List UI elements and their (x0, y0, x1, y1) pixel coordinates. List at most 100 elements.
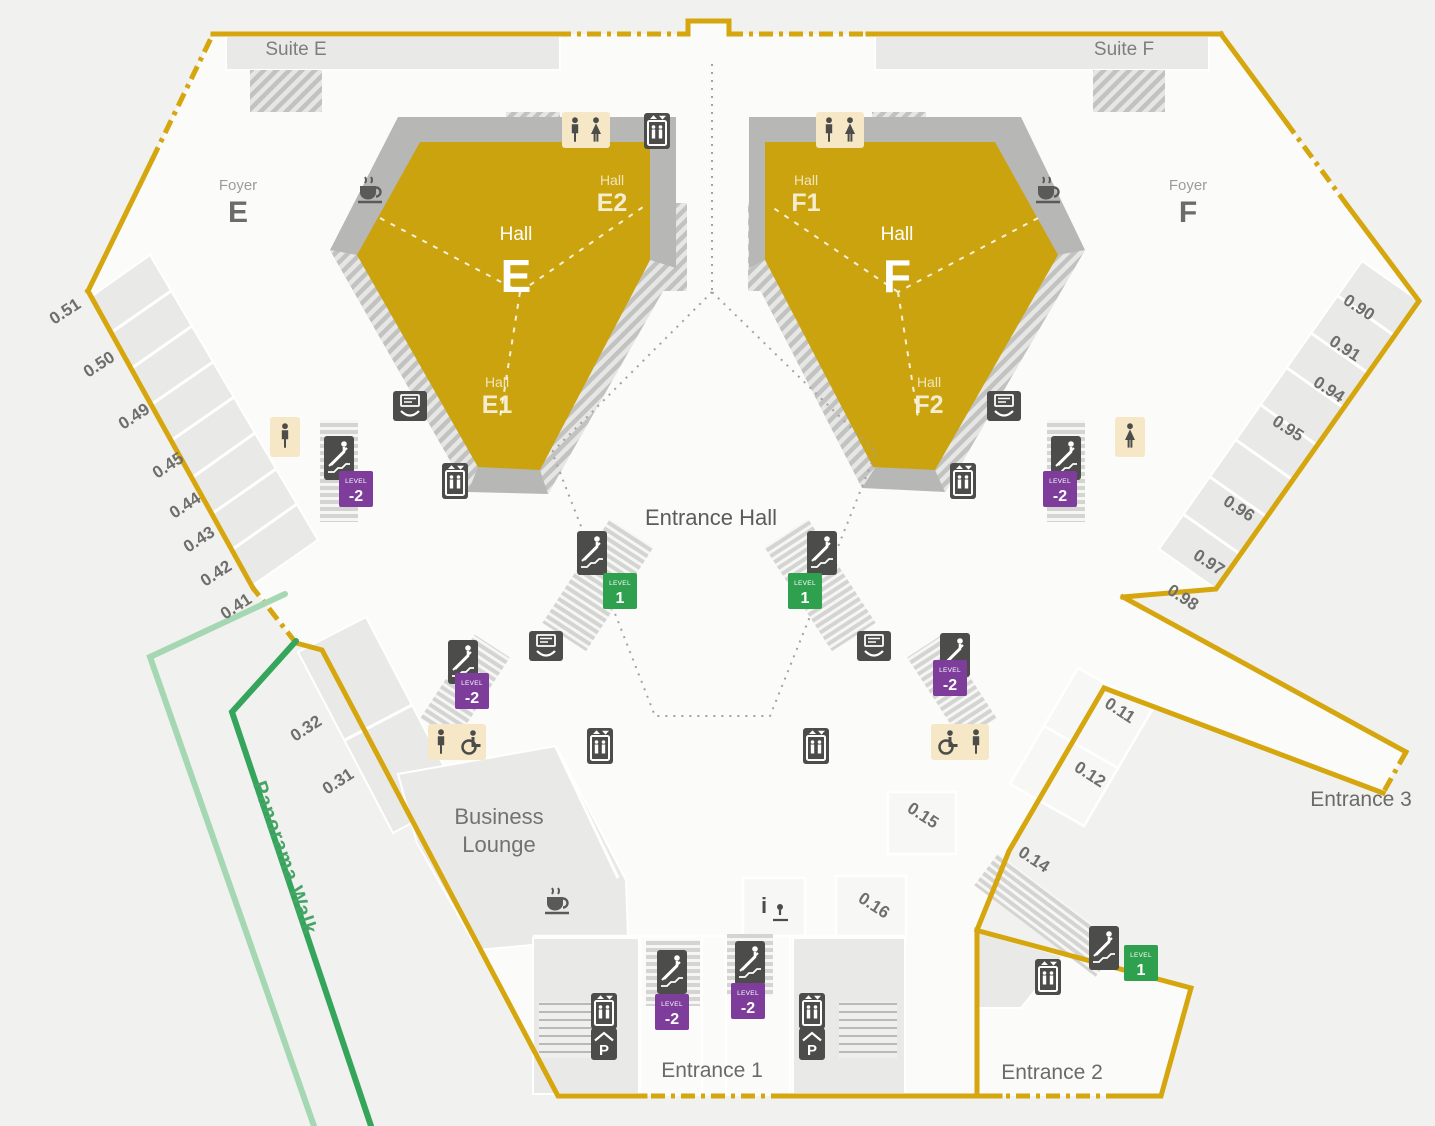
hatch-hall-f-left (749, 260, 875, 488)
business-lounge-label-2: Lounge (462, 832, 535, 857)
level-minus2-badge: LEVEL -2 (933, 660, 967, 696)
hall-f1-num: F1 (791, 189, 820, 217)
lower-right-rooms (1008, 666, 1154, 828)
escalator-icon (1051, 436, 1081, 480)
hatch-hall-e-right (540, 260, 676, 494)
svg-text:LEVEL: LEVEL (461, 680, 483, 687)
covered-parking-icon: P (799, 1028, 825, 1060)
elevator-icon (442, 463, 468, 499)
foyer-f-letter: F (1179, 196, 1197, 229)
entrance-1-label: Entrance 1 (661, 1059, 763, 1082)
svg-text:-2: -2 (349, 488, 363, 505)
bottom-room-grid (533, 934, 905, 1094)
hatch-suite-e (250, 70, 322, 112)
entrance-hall-label: Entrance Hall (645, 505, 777, 530)
level-1-badge: LEVEL 1 (1124, 945, 1158, 981)
hall-e-sightlines (379, 206, 644, 419)
hall-f2-word: Hall (917, 374, 941, 390)
lounge-divider (554, 746, 620, 879)
svg-text:-2: -2 (665, 1011, 679, 1028)
level-minus2-badge: LEVEL -2 (339, 471, 373, 507)
room-label: 0.32 (287, 711, 325, 745)
panorama-walk-path-outer (146, 591, 317, 1126)
wc-icon (816, 112, 864, 148)
suite-e-label: Suite E (265, 39, 326, 60)
info-desk-icon: i (761, 893, 788, 922)
accessible-wc-icon (931, 724, 989, 760)
parking-bays-left (539, 1002, 597, 1058)
suite-f-label: Suite F (1094, 39, 1154, 60)
svg-text:LEVEL: LEVEL (794, 580, 816, 587)
left-room-band (90, 253, 320, 587)
hall-e1-num: E1 (482, 391, 513, 419)
hall-e2-num: E2 (597, 189, 628, 217)
elevator-icon (803, 728, 829, 764)
wc-icon (1115, 417, 1145, 457)
hatch-hall-f-right (935, 250, 1085, 492)
room-label: 0.31 (319, 764, 357, 798)
elevator-icon (587, 728, 613, 764)
elevator-icon (799, 993, 825, 1029)
room-dividers (111, 289, 298, 551)
room-dividers (1182, 294, 1396, 556)
elevator-icon (591, 993, 617, 1029)
entrance-2-label: Entrance 2 (1001, 1061, 1103, 1084)
svg-text:LEVEL: LEVEL (345, 478, 367, 485)
foyer-e-letter: E (228, 196, 248, 229)
suite-f-block (874, 35, 1210, 71)
svg-text:LEVEL: LEVEL (939, 667, 961, 674)
escalator-icon (657, 950, 687, 994)
hall-f-word: Hall (881, 224, 914, 245)
covered-parking-icon: P (591, 1028, 617, 1060)
room-016-shape (834, 874, 908, 938)
ticket-counter-icon (393, 391, 427, 421)
room-label: 0.50 (80, 347, 118, 381)
panorama-walk-path-inner (228, 638, 374, 1126)
level-minus2-badge: LEVEL -2 (455, 673, 489, 709)
entrance-3-label: Entrance 3 (1310, 788, 1412, 811)
foyer-e-word: Foyer (219, 177, 257, 194)
elevator-icon (950, 463, 976, 499)
room-label: 0.42 (197, 556, 235, 590)
room-015-shape (886, 790, 958, 856)
ticket-counter-icon (529, 631, 563, 661)
hatch-hall-e-left (330, 250, 478, 492)
entrance-hall-boundary (550, 64, 878, 717)
parking-bays-right (839, 1002, 897, 1058)
level-1-badge: LEVEL 1 (788, 573, 822, 609)
svg-text:LEVEL: LEVEL (737, 990, 759, 997)
info-room (741, 876, 807, 938)
svg-text:i: i (761, 893, 767, 918)
svg-text:LEVEL: LEVEL (609, 580, 631, 587)
ticket-counter-icon (857, 631, 891, 661)
hall-f-shape (765, 142, 1058, 470)
room-label: 0.51 (46, 294, 84, 328)
building-outline-entrances (149, 31, 1409, 1099)
svg-text:-2: -2 (1053, 488, 1067, 505)
room-label: 0.49 (115, 399, 153, 433)
svg-text:LEVEL: LEVEL (1049, 478, 1071, 485)
escalator-icon (1089, 926, 1119, 970)
level-minus2-badge: LEVEL -2 (655, 994, 689, 1030)
hall-e-shape (357, 142, 650, 470)
svg-text:-2: -2 (465, 690, 479, 707)
level-badges: LEVEL -2 LEVEL -2 LEVEL -2 LEVEL -2 LEVE… (339, 471, 1158, 1030)
room-label: 0.43 (180, 522, 218, 556)
business-lounge-label-1: Business (454, 804, 543, 829)
level-minus2-badge: LEVEL -2 (1043, 471, 1077, 507)
escalator-icon (324, 436, 354, 480)
elevator-icon (1035, 959, 1061, 995)
escalator-icon (577, 531, 607, 575)
hatch-suite-f (1093, 70, 1165, 112)
hall-e-letter: E (501, 250, 532, 302)
svg-text:LEVEL: LEVEL (1130, 952, 1152, 959)
hall-e-word: Hall (500, 224, 533, 245)
svg-text:-2: -2 (741, 1000, 755, 1017)
hall-e2-word: Hall (600, 172, 624, 188)
wc-icon (270, 417, 300, 457)
hall-e1-word: Hall (485, 374, 509, 390)
level-1-badge: LEVEL 1 (603, 573, 637, 609)
hall-f1-word: Hall (794, 172, 818, 188)
svg-text:1: 1 (801, 590, 810, 607)
